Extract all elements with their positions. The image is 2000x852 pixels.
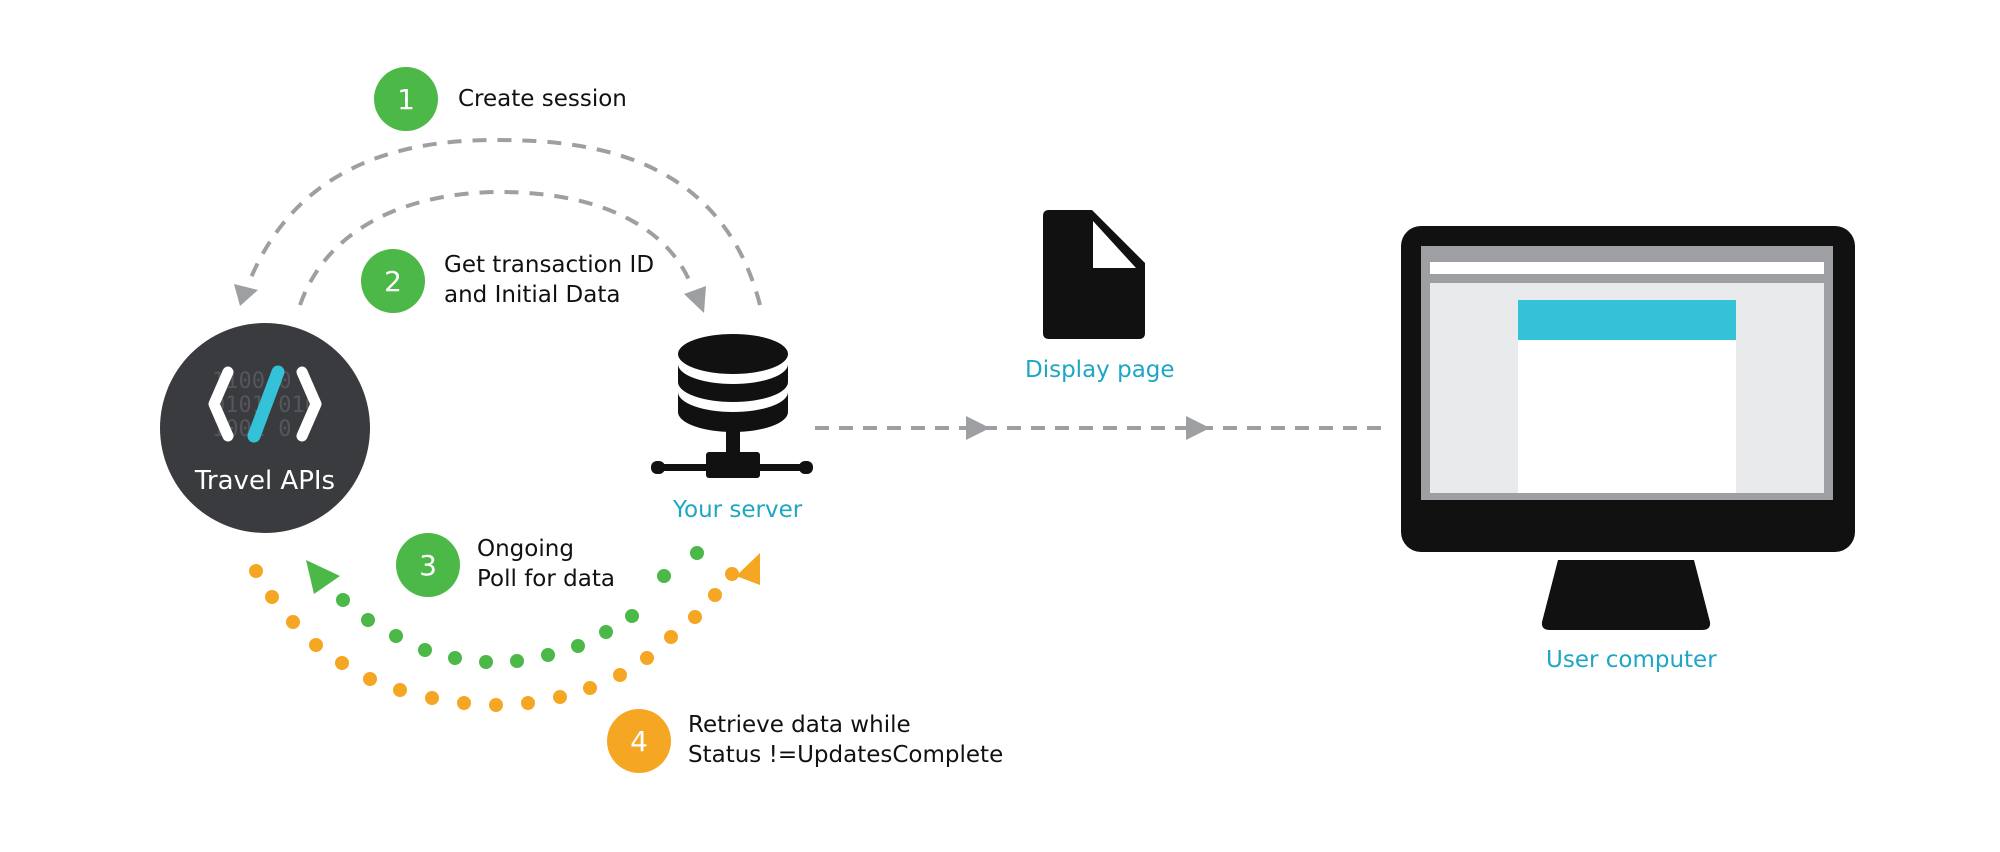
- step-4-label: Retrieve data while Status !=UpdatesComp…: [688, 712, 1004, 768]
- retrieve-dot: [664, 630, 678, 644]
- step-3-badge: 3: [396, 533, 460, 597]
- retrieve-dot: [708, 588, 722, 602]
- poll-dot: [625, 609, 639, 623]
- retrieve-dot: [521, 696, 535, 710]
- retrieve-dot: [393, 683, 407, 697]
- retrieve-dot: [249, 564, 263, 578]
- poll-dot: [361, 613, 375, 627]
- travel-apis-label: Travel APIs: [194, 466, 335, 496]
- database-server-icon[interactable]: [651, 334, 813, 478]
- poll-dot: [599, 625, 613, 639]
- retrieve-dot: [489, 698, 503, 712]
- transaction-arrow: [298, 189, 692, 306]
- create-session-arrowhead: [234, 284, 258, 306]
- poll-arrowhead: [306, 560, 340, 594]
- poll-dot: [389, 629, 403, 643]
- transaction-arrowhead: [684, 286, 706, 313]
- retrieve-dot: [363, 672, 377, 686]
- document-icon[interactable]: [1043, 210, 1145, 339]
- retrieve-dot: [640, 651, 654, 665]
- user-computer-label: User computer: [1546, 647, 1717, 673]
- poll-dots: [336, 546, 704, 669]
- poll-dot: [657, 569, 671, 583]
- step-4-badge: 4: [607, 709, 671, 773]
- step-2-label: Get transaction ID and Initial Data: [444, 252, 655, 308]
- retrieve-dot: [553, 690, 567, 704]
- step-1-badge: 1: [374, 67, 438, 131]
- retrieve-dot: [265, 590, 279, 604]
- poll-dot: [418, 643, 432, 657]
- retrieve-dot: [613, 668, 627, 682]
- poll-dot: [479, 655, 493, 669]
- svg-text:1: 1: [397, 83, 415, 116]
- retrieve-dot: [335, 656, 349, 670]
- display-arrowhead-1: [966, 416, 990, 440]
- svg-text:4: 4: [630, 725, 648, 758]
- travel-apis-node[interactable]: 1100 0 0101 010 1001 0 Travel APIs: [160, 323, 370, 533]
- svg-text:2: 2: [384, 265, 402, 298]
- step-1-label: Create session: [458, 86, 627, 112]
- code-brackets-icon: [208, 365, 322, 443]
- retrieve-arrowhead: [736, 553, 760, 585]
- svg-text:3: 3: [419, 549, 437, 582]
- retrieve-dot: [583, 681, 597, 695]
- poll-dot: [510, 654, 524, 668]
- retrieve-dot: [309, 638, 323, 652]
- poll-dot: [571, 639, 585, 653]
- poll-dot: [336, 593, 350, 607]
- retrieve-dot: [688, 610, 702, 624]
- poll-dot: [690, 546, 704, 560]
- display-arrowhead-2: [1186, 416, 1210, 440]
- step-3-label: Ongoing Poll for data: [477, 536, 615, 592]
- server-label: Your server: [673, 497, 803, 523]
- step-2-badge: 2: [361, 249, 425, 313]
- retrieve-dots: [249, 564, 739, 712]
- poll-dot: [448, 651, 462, 665]
- monitor-icon[interactable]: [1401, 226, 1855, 630]
- poll-dot: [541, 648, 555, 662]
- retrieve-dot: [725, 567, 739, 581]
- retrieve-dot: [425, 691, 439, 705]
- retrieve-dot: [286, 615, 300, 629]
- retrieve-dot: [457, 696, 471, 710]
- create-session-arrow: [248, 137, 762, 306]
- display-page-label: Display page: [1025, 357, 1175, 383]
